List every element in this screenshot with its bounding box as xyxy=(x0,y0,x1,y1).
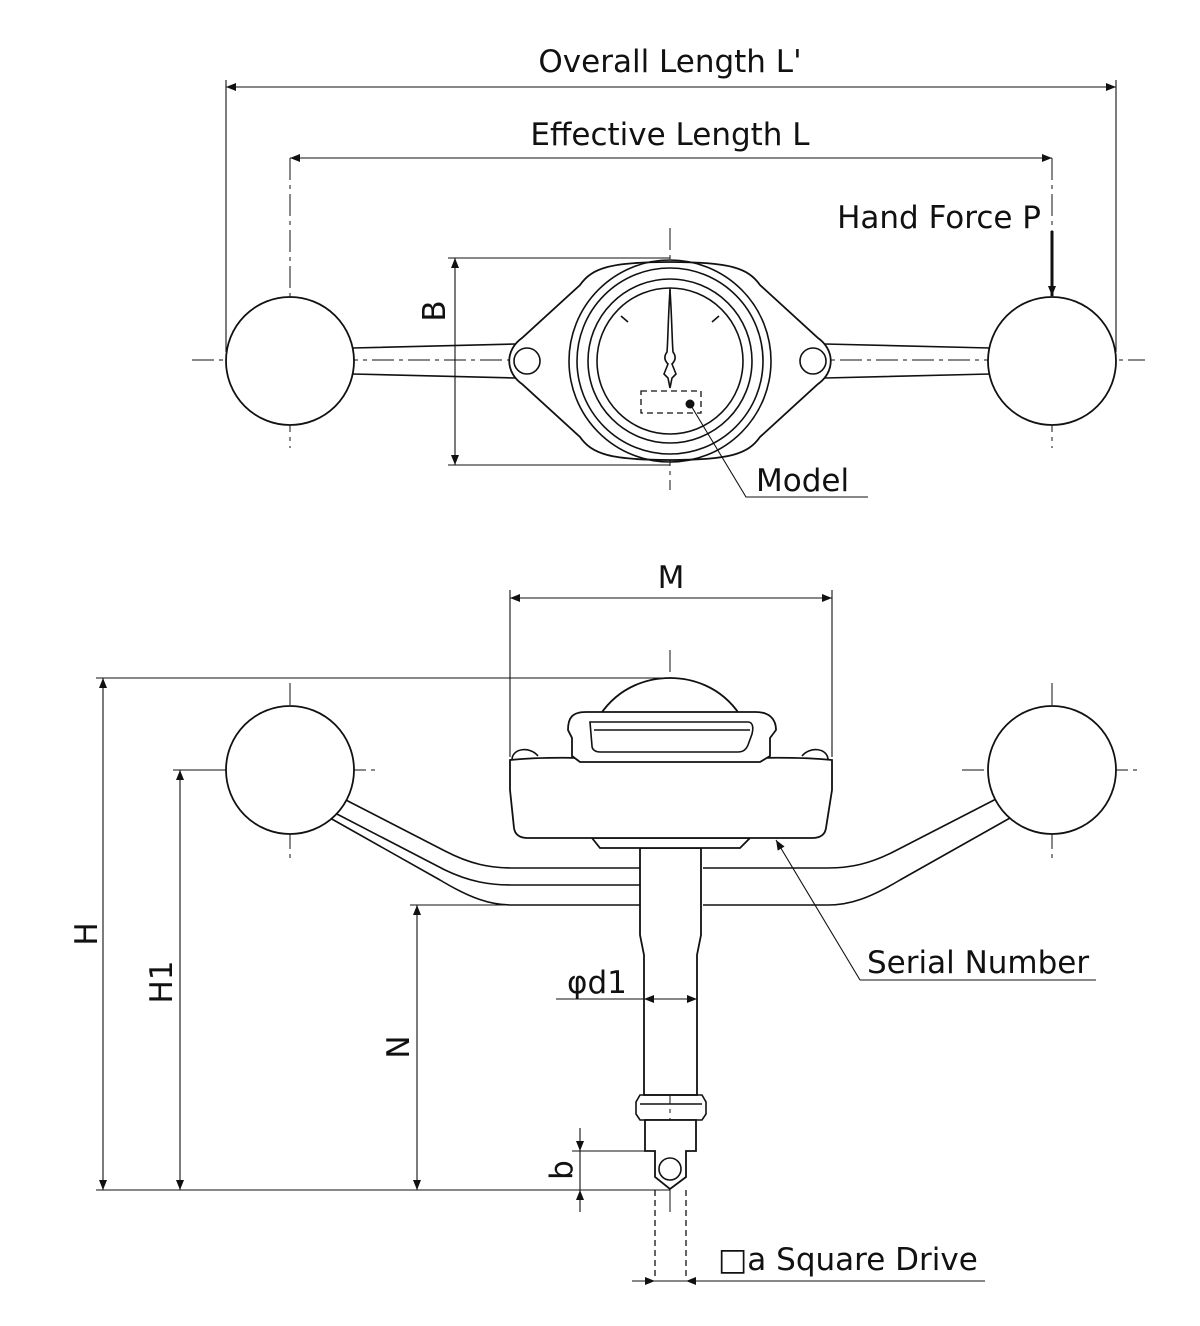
dim-n-label: N xyxy=(381,1035,417,1058)
front-left-knob xyxy=(225,705,355,835)
housing-bump-right xyxy=(801,748,829,761)
dim-h-label: H xyxy=(69,922,105,945)
overall-length-label: Overall Length L' xyxy=(538,44,801,80)
square-drive-ball xyxy=(658,1157,682,1181)
flange-bolt-right xyxy=(799,347,827,375)
top-left-handle-bar xyxy=(351,343,516,379)
hand-force-label: Hand Force P xyxy=(837,200,1041,236)
shaft-collar xyxy=(635,1094,707,1121)
gauge-ring-3 xyxy=(587,278,753,444)
top-right-knob xyxy=(987,296,1117,426)
gauge-ring-2 xyxy=(576,267,764,455)
dim-m-label: M xyxy=(658,560,685,596)
dim-b-small-label: b xyxy=(544,1160,580,1180)
model-label: Model xyxy=(756,463,849,499)
top-left-knob xyxy=(225,296,355,426)
top-view: Model Overall Length L' Effective Length… xyxy=(192,44,1145,499)
effective-length-label: Effective Length L xyxy=(530,117,810,153)
gauge-dome xyxy=(598,677,742,716)
front-right-handle-arm xyxy=(703,797,999,869)
serial-number-leader-arrow xyxy=(775,839,861,981)
flange-bolt-left xyxy=(513,347,541,375)
serial-number-label: Serial Number xyxy=(867,945,1089,981)
dim-d1-label: φd1 xyxy=(567,965,627,1001)
gauge-needle xyxy=(663,289,677,389)
front-left-handle-arm xyxy=(334,797,640,886)
front-right-handle-lower xyxy=(703,817,1011,906)
top-right-handle-bar xyxy=(824,343,991,379)
front-view: M H H1 N φd1 b □a Square Drive Seri xyxy=(69,560,1142,1285)
square-drive xyxy=(644,1119,697,1191)
gauge-window-frame xyxy=(567,711,777,763)
housing-bump-left xyxy=(511,748,539,761)
dim-b-label: B xyxy=(417,300,453,321)
gauge-outer-ring xyxy=(568,259,772,463)
gauge-housing xyxy=(509,756,833,839)
gauge-flange xyxy=(508,261,832,461)
model-leader-line xyxy=(689,403,868,498)
square-drive-label: □a Square Drive xyxy=(718,1242,978,1278)
shaft-upper xyxy=(639,847,702,1096)
dim-h1-label: H1 xyxy=(144,960,180,1003)
gauge-window-glass xyxy=(589,721,754,753)
model-plate xyxy=(640,390,702,414)
front-right-knob xyxy=(987,705,1117,835)
gauge-housing-base xyxy=(590,837,753,849)
